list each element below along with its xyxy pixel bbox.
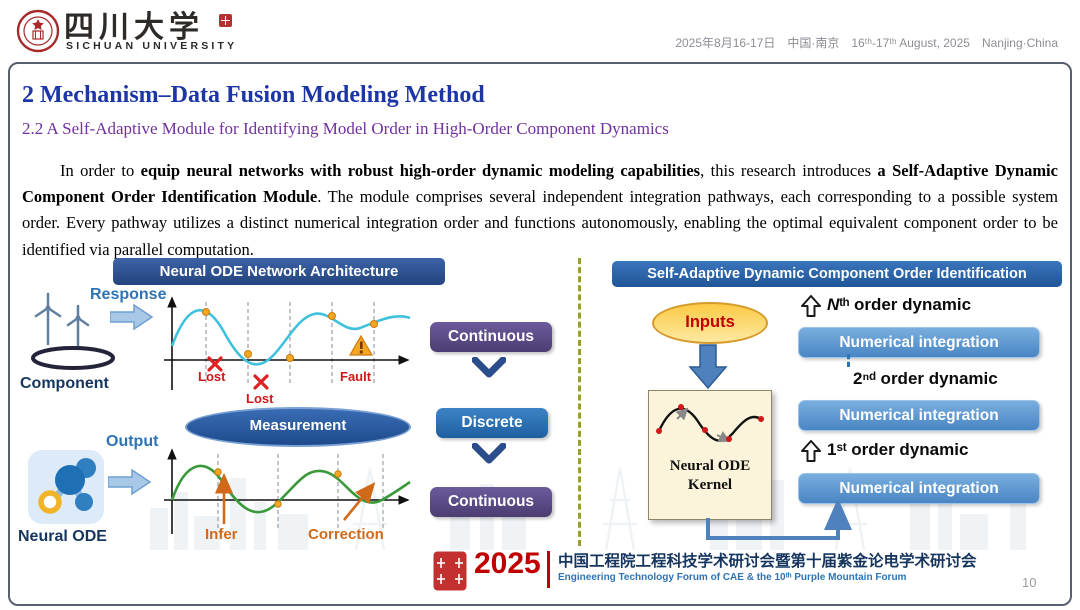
measurement-ellipse: Measurement <box>185 407 411 447</box>
response-label: Response <box>90 286 167 303</box>
neural-ode-kernel-box: Neural ODE Kernel <box>648 390 772 520</box>
intro-paragraph: In order to equip neural networks with r… <box>22 158 1058 264</box>
university-seal-icon <box>16 9 60 53</box>
component-ellipse-icon <box>31 346 115 370</box>
up-arrow-icon <box>801 440 821 462</box>
order-label-n: Nᵗʰ order dynamic <box>827 295 972 314</box>
footer-conference-en: Engineering Technology Forum of CAE & th… <box>558 572 907 583</box>
content-frame <box>8 62 1072 606</box>
paragraph-segment: equip neural networks with robust high-o… <box>140 160 701 180</box>
paragraph-segment: In order to <box>60 160 141 180</box>
x-mark-icon <box>253 374 269 390</box>
footer-year: 2025 <box>474 547 541 580</box>
seal-stamp-icon <box>433 551 467 591</box>
flow-step-discrete: Discrete <box>436 408 548 438</box>
footer-divider <box>547 551 550 588</box>
response-plot <box>164 296 411 390</box>
output-plot <box>164 448 411 534</box>
footer-conference-cn: 中国工程院工程科技学术研讨会暨第十届紫金论电学术研讨会 <box>558 553 977 570</box>
integration-block-2: Numerical integration <box>798 400 1040 431</box>
paragraph-segment: . The module comprises several independe… <box>22 186 1058 259</box>
warning-icon <box>348 334 374 356</box>
arrow-right-icon <box>110 303 154 331</box>
subsection-title: 2.2 A Self-Adaptive Module for Identifyi… <box>22 119 669 138</box>
red-stamp-icon <box>219 14 232 27</box>
inputs-ellipse: Inputs <box>652 302 768 344</box>
page-number: 10 <box>1022 575 1037 590</box>
correction-label: Correction <box>308 526 384 543</box>
arrow-down-icon <box>688 344 728 390</box>
wind-turbine-icon <box>34 292 90 348</box>
university-name-en: SICHUAN UNIVERSITY <box>66 40 238 52</box>
integration-block-1: Numerical integration <box>798 327 1040 358</box>
output-label: Output <box>106 433 159 450</box>
section-title: 2 Mechanism–Data Fusion Modeling Method <box>22 82 485 108</box>
order-ellipsis-dashes <box>847 354 850 367</box>
order-label-1: 1ˢᵗ order dynamic <box>827 440 969 459</box>
paragraph-segment: , this research introduces <box>700 160 878 180</box>
kernel-connector-line <box>706 500 852 540</box>
arrow-right-icon <box>108 468 152 496</box>
integration-block-3: Numerical integration <box>798 473 1040 504</box>
university-name-cn: 四川大学 <box>64 10 204 45</box>
order-label-2: 2ⁿᵈ order dynamic <box>853 369 998 388</box>
left-panel-header: Neural ODE Network Architecture <box>113 258 445 285</box>
panel-divider <box>578 258 581 546</box>
right-panel-header: Self-Adaptive Dynamic Component Order Id… <box>612 261 1062 287</box>
x-mark-icon <box>207 356 223 372</box>
fault-label: Fault <box>340 369 372 384</box>
lost-label: Lost <box>198 369 226 384</box>
chevron-down-icon <box>472 443 506 464</box>
up-arrow-icon <box>801 295 821 317</box>
chevron-down-icon <box>472 357 506 378</box>
lost-label: Lost <box>246 391 274 406</box>
flow-step-continuous-2: Continuous <box>430 487 552 517</box>
infer-label: Infer <box>205 526 238 543</box>
component-label: Component <box>20 375 109 392</box>
neural-ode-icon <box>28 450 104 524</box>
event-info: 2025年8月16-17日 中国·南京 16ᵗʰ-17ᵗʰ August, 20… <box>675 36 1058 50</box>
kernel-curve-icon <box>656 404 764 442</box>
neural-ode-label: Neural ODE <box>18 528 107 545</box>
flow-step-continuous-1: Continuous <box>430 322 552 352</box>
kernel-label: Neural ODE Kernel <box>669 458 751 493</box>
paragraph-segment: a Self-Adaptive Dynamic Component Order … <box>22 160 1058 206</box>
